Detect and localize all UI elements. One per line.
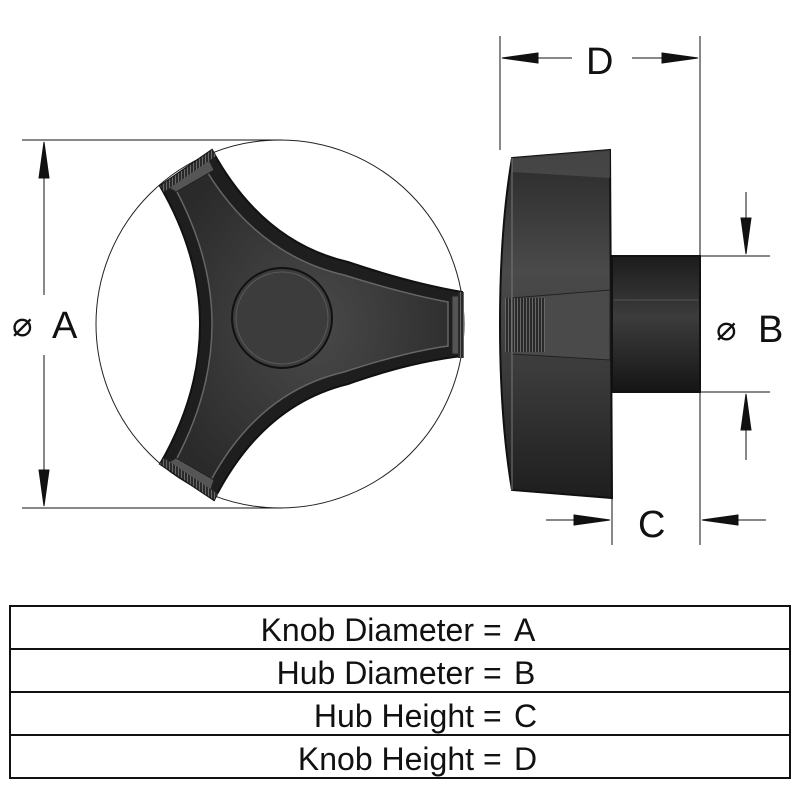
legend-row-3-name: Hub Height	[314, 698, 474, 734]
legend-row-4-eq: =	[483, 741, 502, 777]
dim-d-label: D	[586, 41, 613, 83]
dim-b-diameter-symbol: ⌀	[716, 309, 736, 349]
lobe-top-knurl	[160, 150, 216, 192]
knob-side-knurl	[505, 298, 545, 352]
dim-b-label: B	[758, 309, 783, 351]
dimension-lines	[22, 36, 770, 545]
lobe-bottom-knurl	[160, 458, 218, 500]
center-boss	[231, 267, 333, 369]
dim-a-arrow-bottom	[38, 469, 50, 507]
legend-row-2-letter: B	[514, 655, 535, 691]
legend-row-2-name: Hub Diameter	[277, 655, 475, 691]
center-boss-inner	[235, 271, 329, 365]
legend-row-3-letter: C	[514, 698, 537, 734]
lobe-right-knurl	[458, 292, 464, 358]
legend-row-1-eq: =	[483, 612, 502, 648]
dim-d-arrow-right	[661, 52, 699, 64]
knob-front-view	[95, 139, 465, 509]
legend-row-2-eq: =	[483, 655, 502, 691]
legend-row-3-eq: =	[483, 698, 502, 734]
dim-d-arrow-left	[501, 52, 539, 64]
dim-c-label: C	[638, 504, 665, 546]
legend-row-4-letter: D	[514, 741, 537, 777]
legend-row-1-letter: A	[514, 612, 536, 648]
dim-c-arrow-right	[701, 514, 739, 526]
hub-side	[611, 255, 701, 393]
dim-b-arrow-top	[740, 217, 752, 255]
dim-a-label: A	[52, 305, 78, 347]
legend-row-4-name: Knob Height	[298, 741, 474, 777]
dim-a-arrow-top	[38, 141, 50, 179]
dim-b-arrow-bottom	[740, 393, 752, 431]
knob-side-view	[498, 148, 701, 500]
legend-table: Knob Diameter = A Hub Diameter = B Hub H…	[9, 605, 791, 779]
knob-side-highlight	[512, 150, 610, 178]
legend-row-1-name: Knob Diameter	[261, 612, 475, 648]
dim-a-diameter-symbol: ⌀	[12, 305, 32, 345]
dim-c-arrow-left	[573, 514, 611, 526]
